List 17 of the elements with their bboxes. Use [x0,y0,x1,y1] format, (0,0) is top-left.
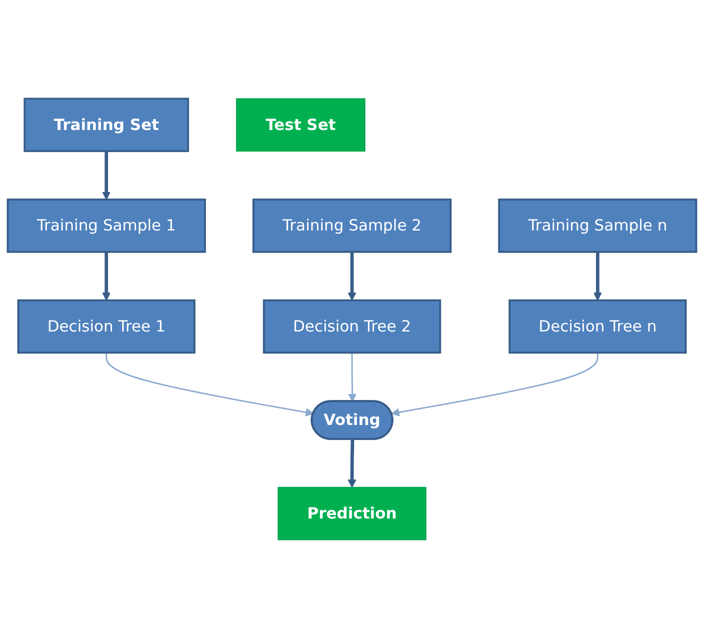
arrow [102,150,111,200]
node-box: Prediction [278,486,426,540]
arrow [391,352,598,416]
node-box: Decision Tree 2 [262,299,442,354]
node-box: Decision Tree n [508,299,687,354]
arrow [593,252,602,300]
arrow [102,252,111,300]
node-box: Test Set [236,98,366,152]
node-box: Training Sample 1 [6,198,206,253]
arrow [348,439,356,488]
node-box: Training Sample 2 [252,198,452,253]
arrow [348,352,357,402]
node-box: Training Set [24,98,190,152]
arrow [106,352,314,416]
node-box: Decision Tree 1 [17,299,196,354]
node-box: Training Sample n [498,198,698,253]
arrow [348,252,356,300]
